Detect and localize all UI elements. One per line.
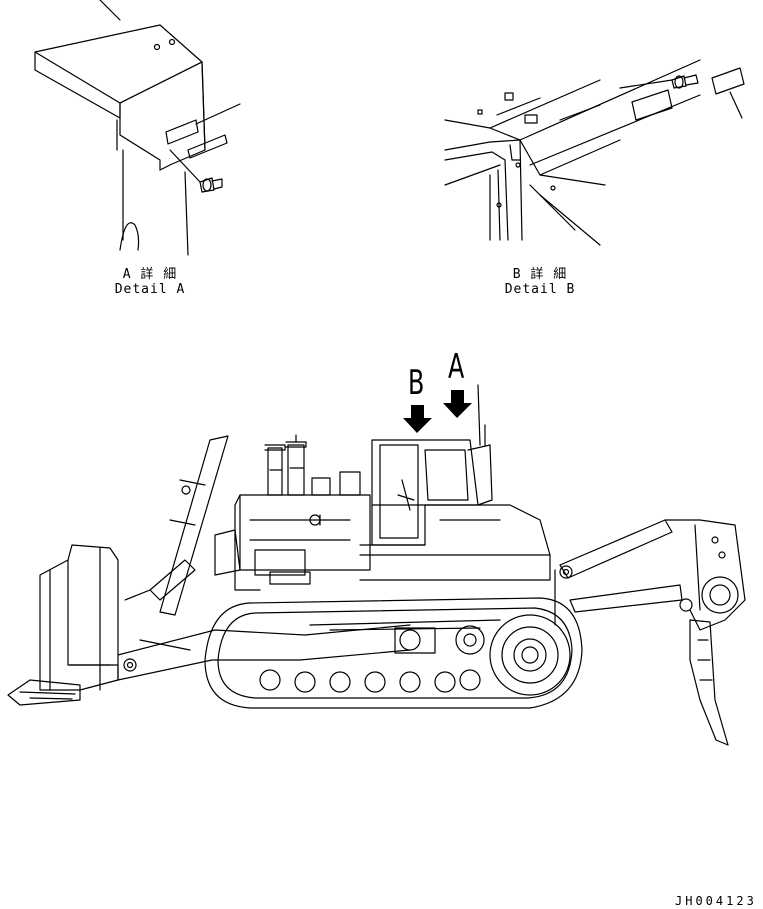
callout-letter-b: B [408,363,425,403]
exhaust-stack [268,448,282,495]
track [205,598,582,708]
detail-b-view [445,60,744,245]
blade [40,545,118,690]
ripper-shank [690,620,728,745]
track-rollers [260,626,484,692]
lift-cylinder [160,436,228,615]
detail-a-label: A 詳 細 Detail A [110,263,190,297]
detail-b-label-jp: B 詳 細 [512,267,568,282]
detail-b-label-en: Detail B [504,282,576,297]
callout-arrow-a [443,390,472,418]
detail-a-label-jp: A 詳 細 [122,267,178,282]
arrow-down-icon [403,405,432,433]
detail-a-view [35,0,240,255]
callout-letter-a: A [448,347,465,387]
sprocket [490,615,570,695]
drawing-number: JH004123 [675,894,757,908]
ripper-cylinder [560,520,672,578]
bulldozer-side-view [8,385,745,745]
cutting-edge [8,680,80,705]
detail-b-label: B 詳 細 Detail B [500,263,580,297]
arrow-down-icon [443,390,472,418]
detail-a-label-en: Detail A [114,282,186,297]
callout-arrow-b [403,405,432,433]
